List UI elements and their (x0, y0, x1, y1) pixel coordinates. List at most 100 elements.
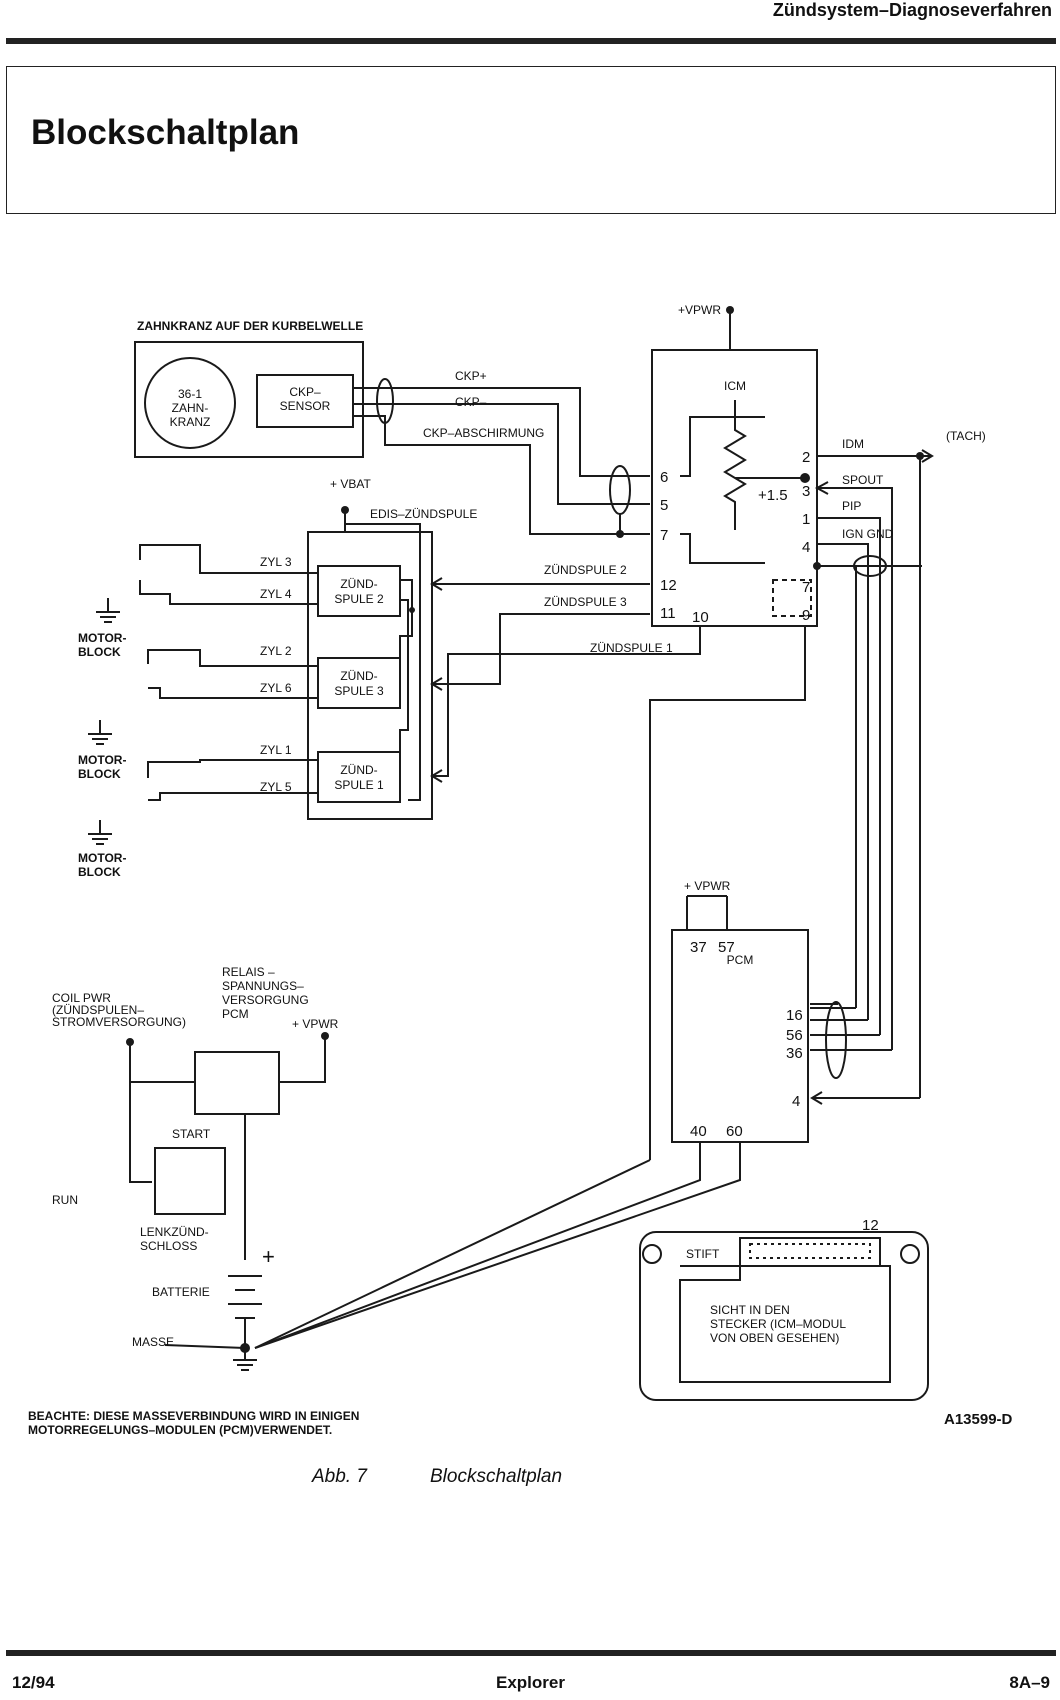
connector-body (639, 1231, 929, 1401)
coil-pwr-line2: (ZÜNDSPULEN– (52, 1003, 144, 1017)
coil2-line1: ZÜND- (340, 577, 377, 591)
wheel-line3: KRANZ (170, 415, 211, 429)
sensor-line1: CKP– (289, 385, 321, 399)
pcm-pin-57: 57 (718, 939, 735, 956)
page-title: Blockschaltplan (31, 113, 300, 152)
icm-pin-9: 9 (802, 607, 810, 624)
icm-pin-11: 11 (660, 605, 676, 622)
cyl-4-label: ZYL 4 (260, 587, 292, 601)
pcm-pin-36: 36 (786, 1045, 803, 1062)
connector-view-line1: SICHT IN DEN (710, 1303, 790, 1317)
pcm-pin-37: 37 (690, 939, 707, 956)
pip-label: PIP (842, 499, 861, 513)
icm-pin-3: 3 (802, 483, 810, 500)
ckp-shield-label: CKP–ABSCHIRMUNG (423, 426, 544, 440)
coil1-box (317, 751, 401, 803)
wheel-line1: 36-1 (178, 387, 202, 401)
wheel-line2: ZAHN- (172, 401, 209, 415)
tooth-wheel (144, 357, 236, 449)
coil3-box (317, 657, 401, 709)
block2-line1: MOTOR- (78, 753, 126, 767)
ign-gnd-label: IGN GND (842, 527, 894, 541)
crank-title: ZAHNKRANZ AUF DER KURBELWELLE (137, 319, 363, 333)
cyl-3-label: ZYL 3 (260, 555, 292, 569)
edis-label: EDIS–ZÜNDSPULE (370, 507, 477, 521)
icm-pin-1: 1 (802, 511, 810, 528)
coil3-line1: ZÜND- (340, 669, 377, 683)
feed-coil2-label: ZÜNDSPULE 2 (544, 563, 627, 577)
figure-ref: A13599-D (944, 1411, 1013, 1428)
icm-pin-2: 2 (802, 449, 810, 466)
sensor-line2: SENSOR (280, 399, 331, 413)
relay-line1: RELAIS – (222, 965, 275, 979)
ckp-minus-label: CKP– (455, 395, 487, 409)
start-label: START (172, 1127, 211, 1141)
block1-line2: BLOCK (78, 645, 121, 659)
connector-pins (739, 1237, 881, 1267)
pcm-pin-60: 60 (726, 1123, 743, 1140)
note-line2: MOTORREGELUNGS–MODULEN (PCM)VERWENDET. (28, 1423, 332, 1437)
coil2-box (317, 565, 401, 617)
cyl-2-label: ZYL 2 (260, 644, 292, 658)
icm-pin-12: 12 (660, 577, 677, 594)
pcm-pin-4: 4 (792, 1093, 800, 1110)
block3-line2: BLOCK (78, 865, 121, 879)
coil1-line1: ZÜND- (340, 763, 377, 777)
block3-line1: MOTOR- (78, 851, 126, 865)
coil-pwr-line1: COIL PWR (52, 991, 111, 1005)
relay-line4: PCM (222, 1007, 249, 1021)
edis-box (307, 531, 433, 820)
section-title: Zündsystem–Diagnoseverfahren (772, 0, 1052, 20)
icm-bias: +1.5 (758, 487, 788, 504)
caption-text: Blockschaltplan (430, 1466, 563, 1487)
crank-box (134, 341, 364, 458)
switch-line1: LENKZÜND- (140, 1225, 209, 1239)
icm-pin-6: 6 (660, 469, 668, 486)
pcm-pin-16: 16 (786, 1007, 803, 1024)
icm-label: ICM (724, 379, 746, 393)
pcm-pin-40: 40 (690, 1123, 707, 1140)
connector-view-line2: STECKER (ICM–MODUL (710, 1317, 846, 1331)
idm-label: IDM (842, 437, 864, 451)
icm-pin-5: 5 (660, 497, 668, 514)
feed-coil3-label: ZÜNDSPULE 3 (544, 595, 627, 609)
relay-box (194, 1051, 280, 1115)
coil2-line2: SPULE 2 (334, 592, 384, 606)
cyl-5-label: ZYL 5 (260, 780, 292, 794)
note-line1: BEACHTE: DIESE MASSEVERBINDUNG WIRD IN E… (28, 1409, 359, 1423)
icm-pin-4: 4 (802, 539, 810, 556)
icm-vpwr-label: +VPWR (678, 303, 721, 317)
spout-label: SPOUT (842, 473, 884, 487)
ground-label: MASSE (132, 1335, 174, 1349)
ignition-box (154, 1147, 226, 1215)
connector-pin-count: 12 (862, 1217, 879, 1234)
coil1-line2: SPULE 1 (334, 778, 384, 792)
icm-pin-10: 10 (692, 609, 709, 626)
coil-pwr-line3: STROMVERSORGUNG) (52, 1015, 186, 1029)
icm-pin-7-left: 7 (660, 527, 668, 544)
tach-label: (TACH) (946, 429, 986, 443)
footer-model: Explorer (496, 1673, 565, 1692)
title-box: Blockschaltplan (6, 66, 1056, 214)
connector-pin-label: STIFT (686, 1247, 720, 1261)
vbat-label: + VBAT (330, 477, 371, 491)
switch-line2: SCHLOSS (140, 1239, 197, 1253)
coil3-line2: SPULE 3 (334, 684, 384, 698)
run-label: RUN (52, 1193, 78, 1207)
caption-fig: Abb. 7 (312, 1466, 367, 1487)
cyl-1-label: ZYL 1 (260, 743, 292, 757)
ckp-plus-label: CKP+ (455, 369, 487, 383)
relay-line3: VERSORGUNG (222, 993, 309, 1007)
cyl-6-label: ZYL 6 (260, 681, 292, 695)
block1-line1: MOTOR- (78, 631, 126, 645)
feed-coil1-label: ZÜNDSPULE 1 (590, 641, 673, 655)
ckp-sensor-box (256, 374, 354, 428)
pcm-label: PCM (727, 953, 754, 967)
footer-page: 8A–9 (1009, 1673, 1050, 1692)
battery-plus: + (262, 1244, 275, 1269)
icm-pin-7-right: 7 (802, 579, 810, 596)
connector-view-line3: VON OBEN GESEHEN) (710, 1331, 839, 1345)
block2-line2: BLOCK (78, 767, 121, 781)
battery-label: BATTERIE (152, 1285, 210, 1299)
